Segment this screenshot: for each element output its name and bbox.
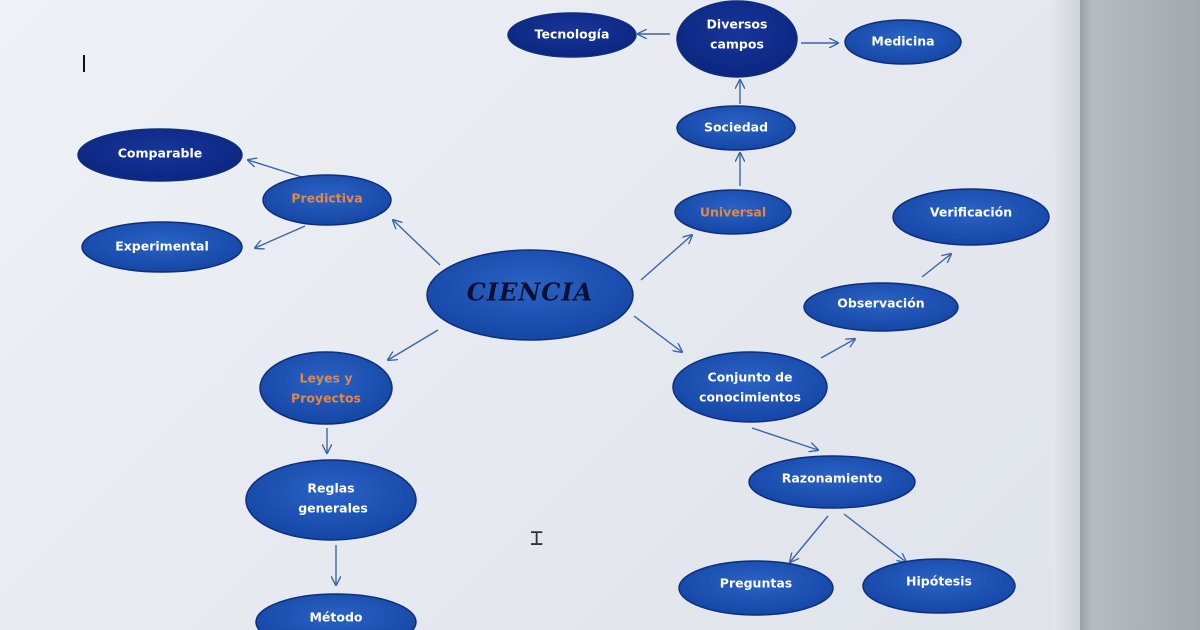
node-sociedad-label: Sociedad	[704, 120, 768, 135]
node-razonamiento: Razonamiento	[748, 455, 916, 509]
arrow-ciencia-conjunto	[633, 315, 682, 352]
node-universal-label: Universal	[700, 205, 766, 220]
node-observacion: Observación	[803, 282, 959, 332]
node-sociedad: Sociedad	[676, 105, 796, 151]
node-verificacion-label: Verificación	[930, 205, 1012, 220]
node-reglas-label-1: Reglas	[307, 481, 354, 496]
node-razonamiento-label: Razonamiento	[782, 471, 883, 486]
node-preguntas-label: Preguntas	[720, 576, 792, 591]
node-medicina: Medicina	[844, 19, 962, 65]
node-medicina-label: Medicina	[871, 34, 934, 49]
node-diversos-campos: Diversos campos	[676, 0, 798, 78]
node-hipotesis-label: Hipótesis	[906, 574, 972, 589]
monitor-bezel	[1080, 0, 1200, 630]
node-conjunto: Conjunto de conocimientos	[672, 351, 828, 423]
node-leyes: Leyes y Proyectos	[259, 351, 393, 425]
node-tecnologia: Tecnología	[507, 12, 637, 58]
arrow-ciencia-leyes	[388, 329, 439, 360]
text-caret-icon	[83, 55, 85, 72]
arrow-ciencia-predictiva	[393, 220, 441, 266]
ibeam-cursor-icon: ⌶	[530, 526, 544, 551]
node-experimental-label: Experimental	[115, 239, 209, 254]
node-ciencia: CIENCIA	[426, 249, 634, 341]
node-diversos-campos-label-1: Diversos	[707, 17, 768, 32]
node-ciencia-label: CIENCIA	[467, 278, 594, 307]
node-conjunto-label-2: conocimientos	[699, 390, 801, 405]
node-leyes-label-2: Proyectos	[291, 391, 361, 406]
node-reglas-label-2: generales	[298, 501, 368, 516]
node-universal: Universal	[674, 189, 792, 235]
arrow-predictiva-comparable	[248, 160, 306, 179]
arrow-razonamiento-hipotesis	[843, 513, 906, 562]
node-conjunto-label-1: Conjunto de	[707, 370, 792, 385]
page-edge	[1052, 0, 1080, 630]
node-predictiva-label: Predictiva	[291, 191, 362, 206]
arrow-ciencia-universal	[640, 235, 692, 281]
node-tecnologia-label: Tecnología	[535, 27, 610, 42]
arrow-conjunto-observacion	[820, 339, 855, 359]
arrow-conjunto-razonamiento	[751, 427, 818, 450]
node-comparable: Comparable	[77, 128, 243, 182]
node-reglas: Reglas generales	[245, 459, 417, 541]
arrow-predictiva-experimental	[255, 225, 306, 248]
node-observacion-label: Observación	[837, 296, 924, 311]
node-preguntas: Preguntas	[678, 560, 834, 616]
node-metodo: Método	[255, 593, 417, 630]
node-leyes-label-1: Leyes y	[299, 371, 352, 386]
node-predictiva: Predictiva	[262, 174, 392, 226]
node-comparable-label: Comparable	[118, 146, 202, 161]
node-diversos-campos-label-2: campos	[710, 37, 764, 52]
connectors	[248, 34, 951, 585]
node-metodo-label: Método	[309, 610, 362, 625]
arrow-razonamiento-preguntas	[790, 515, 829, 562]
node-hipotesis: Hipótesis	[862, 558, 1016, 614]
arrow-observacion-verificacion	[921, 254, 951, 278]
node-verificacion: Verificación	[892, 188, 1050, 246]
node-experimental: Experimental	[81, 221, 243, 273]
